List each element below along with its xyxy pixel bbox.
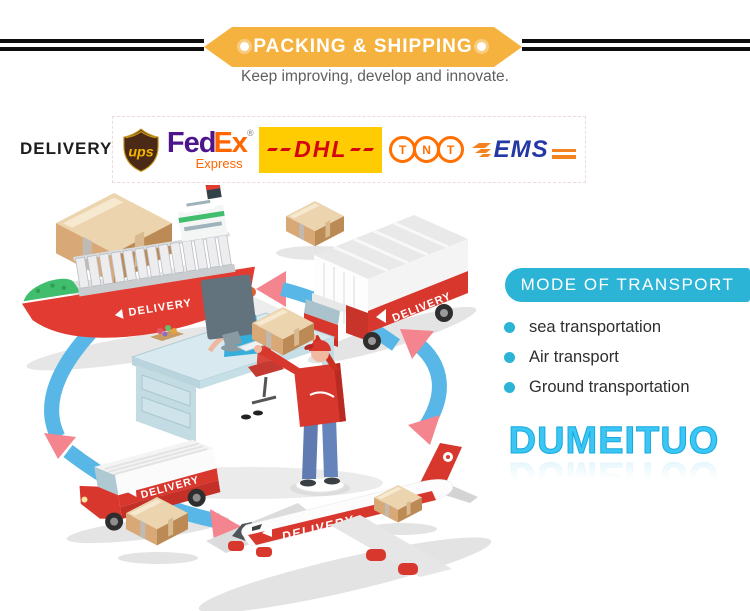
header-subtitle: Keep improving, develop and innovate.	[241, 68, 509, 85]
transport-item-label: Ground transportation	[529, 378, 690, 396]
dhl-dash-icon	[363, 148, 375, 151]
logistics-illustration: DELIVERY DELIVERY	[21, 185, 492, 611]
desk-tray	[150, 325, 184, 341]
truck-arrow-icon	[376, 309, 386, 323]
arrowhead-icon	[408, 415, 440, 445]
tnt-circle: T	[389, 136, 417, 163]
delivery-label: DELIVERY	[20, 139, 113, 158]
transport-list: sea transportation Air transport Ground …	[504, 318, 690, 408]
dhl-text: DHL	[294, 136, 348, 162]
arrowhead-icon	[44, 433, 76, 459]
cargo-ship: DELIVERY	[21, 185, 255, 338]
plane-arrow-icon	[262, 526, 272, 537]
carrier-logo-strip: ups FedEx® Express DHL T N T EMS	[112, 116, 586, 183]
brand-reflection: DUMEITUO	[508, 454, 720, 497]
arrowhead-icon	[400, 329, 434, 359]
transport-item-label: Air transport	[529, 348, 619, 366]
ems-bars-icon	[551, 148, 576, 162]
bullet-icon	[504, 382, 515, 393]
tnt-logo: T N T	[389, 136, 465, 163]
fedex-logo: FedEx® Express	[166, 126, 254, 171]
ems-logo: EMS	[471, 136, 576, 164]
header-rule-right	[522, 39, 750, 51]
transport-item-ground: Ground transportation	[504, 378, 690, 397]
delivery-truck: DELIVERY	[304, 215, 468, 353]
ribbon-right	[409, 335, 447, 434]
brand-name: DUMEITUO	[508, 420, 720, 463]
transport-item-air: Air transport	[504, 348, 690, 367]
flow-arrowheads	[44, 329, 440, 541]
packing-shipping-banner: PACKING & SHIPPING	[204, 27, 522, 67]
computer-monitor	[200, 274, 258, 352]
fedex-fed: Fed	[166, 126, 217, 159]
fedex-express: Express	[195, 155, 243, 171]
mode-of-transport-banner: MODE OF TRANSPORT	[505, 268, 750, 302]
bullet-icon	[504, 322, 515, 333]
courier-man	[252, 307, 346, 493]
arrowhead-icon	[210, 509, 242, 541]
fedex-registered-mark: ®	[246, 127, 254, 138]
cardboard-box	[286, 201, 344, 247]
dhl-dash-icon	[280, 148, 292, 151]
arrowhead-icon	[256, 271, 286, 307]
van-arrow-icon	[128, 485, 137, 497]
fedex-ex: Ex	[213, 126, 247, 159]
dhl-dash-icon	[350, 148, 362, 151]
bullet-icon	[504, 352, 515, 363]
banner-dot-right-icon	[477, 42, 486, 51]
ems-text: EMS	[493, 135, 549, 163]
ups-shield-icon: ups	[123, 127, 159, 172]
red-cap	[309, 340, 331, 351]
ship-arrow-icon	[114, 308, 124, 319]
ribbon-left	[44, 327, 96, 441]
banner-dot-left-icon	[240, 42, 249, 51]
ups-logo: ups	[122, 127, 160, 173]
ups-text: ups	[129, 144, 154, 160]
fedex-wordmark: FedEx®	[166, 126, 254, 159]
dhl-dash-icon	[267, 148, 279, 151]
tnt-circle: T	[437, 136, 465, 163]
ems-wing-icon	[471, 142, 491, 157]
transport-item-sea: sea transportation	[504, 318, 690, 337]
transport-item-label: sea transportation	[529, 318, 662, 336]
header-rule-left	[0, 39, 204, 51]
banner-title: PACKING & SHIPPING	[253, 36, 473, 57]
tnt-circle: N	[413, 136, 441, 163]
brand-wordmark: DUMEITUO DUMEITUO	[478, 420, 750, 497]
dhl-logo: DHL	[259, 126, 383, 173]
